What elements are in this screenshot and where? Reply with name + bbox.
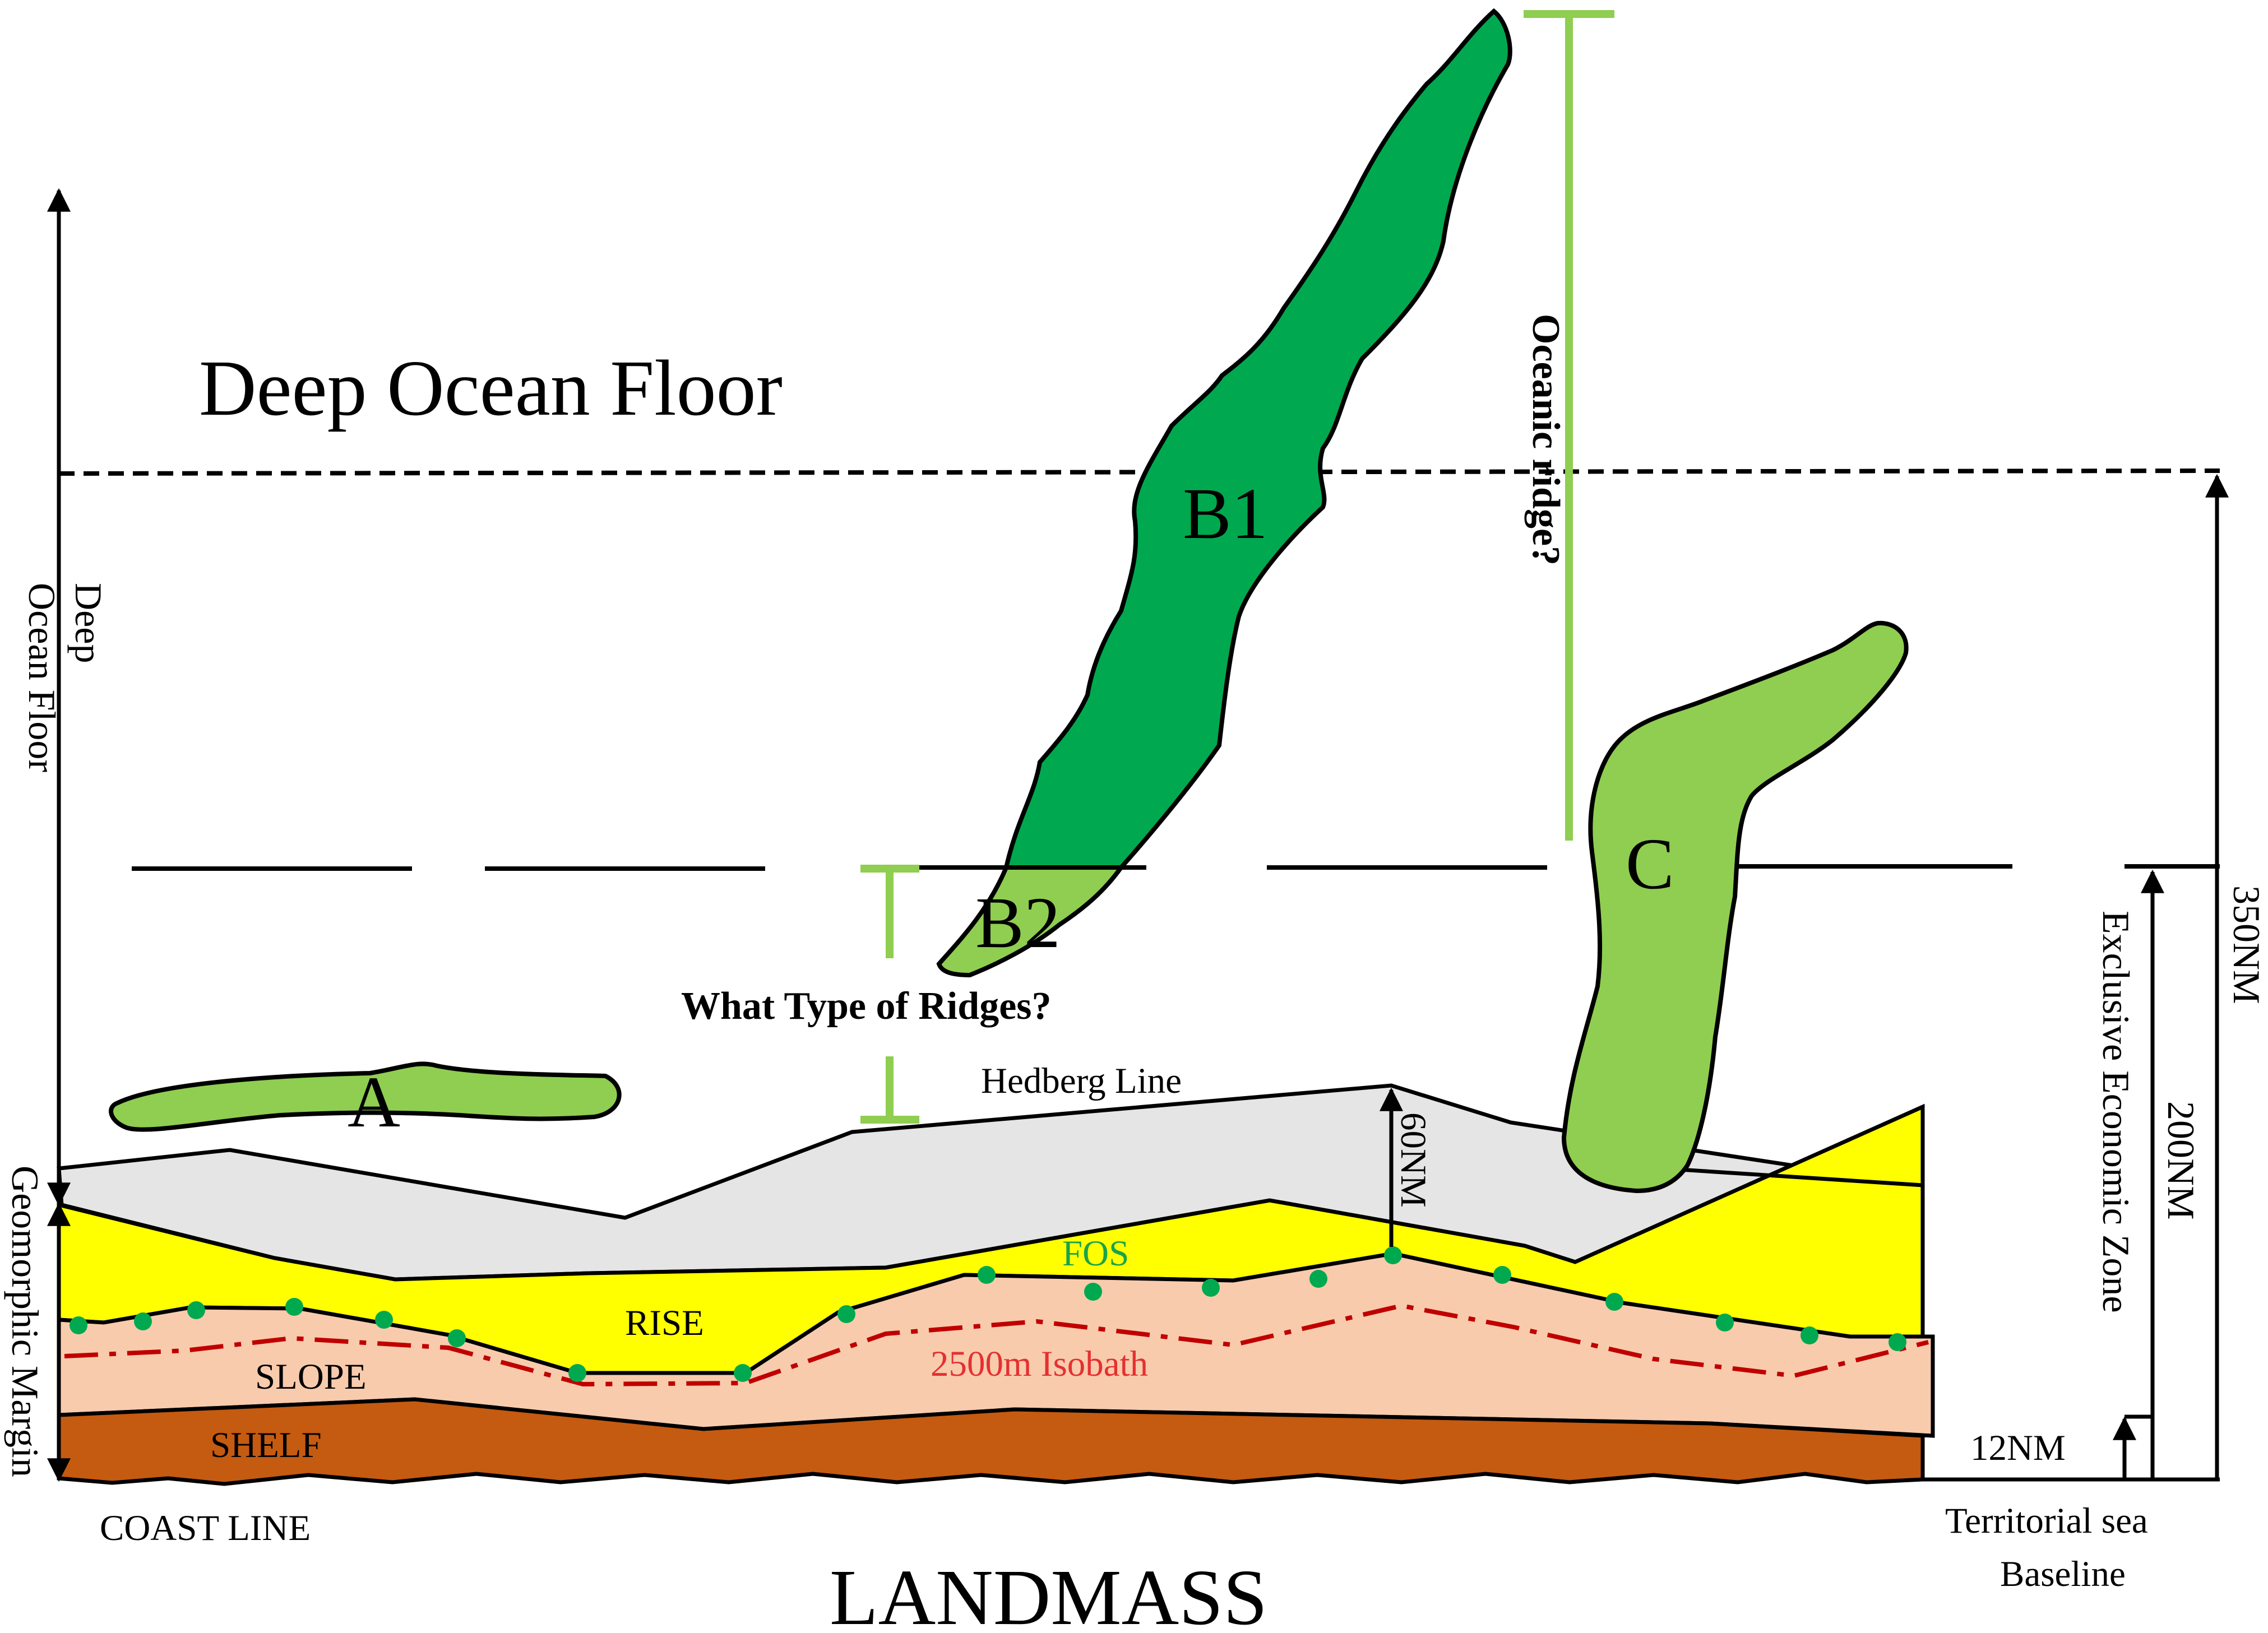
label-c: C xyxy=(1626,824,1674,904)
350nm-label: 350NM xyxy=(2225,885,2268,1004)
ridge-type-marker xyxy=(860,865,919,1124)
ridge-a xyxy=(109,1061,622,1132)
fos-dot xyxy=(978,1266,996,1284)
isobath-label: 2500m Isobath xyxy=(931,1344,1148,1384)
fos-dots xyxy=(70,1246,1906,1382)
label-b2: B2 xyxy=(975,883,1061,963)
title-landmass: LANDMASS xyxy=(830,1553,1267,1633)
hedberg-line-label: Hedberg Line xyxy=(981,1061,1182,1101)
fos-dot xyxy=(1716,1314,1734,1332)
shelf-label: SHELF xyxy=(210,1425,322,1465)
350nm-dashed-line xyxy=(58,468,2220,476)
12nm-label: 12NM xyxy=(1970,1428,2066,1468)
fos-dot xyxy=(1493,1266,1511,1284)
coast-line-label: COAST LINE xyxy=(100,1508,311,1548)
deep-ocean-floor-axis-line1: Deep xyxy=(67,583,110,663)
200nm-label: 200NM xyxy=(2160,1101,2202,1220)
fos-dot xyxy=(375,1311,393,1329)
fos-dot xyxy=(1202,1279,1220,1297)
fos-dot xyxy=(187,1301,205,1319)
slope-label: SLOPE xyxy=(255,1357,367,1397)
fos-dot xyxy=(568,1364,586,1382)
fos-dot xyxy=(734,1364,752,1382)
fos-dot xyxy=(1605,1293,1623,1311)
title-deep-ocean-floor: Deep Ocean Floor xyxy=(199,344,783,432)
deep-ocean-floor-axis-line2: Ocean Floor xyxy=(21,583,63,772)
shelf-layer xyxy=(57,1397,1925,1486)
fos-dot xyxy=(134,1312,152,1330)
fos-dot xyxy=(1084,1283,1102,1301)
margin-layers xyxy=(57,1083,1935,1486)
fos-dot xyxy=(1889,1333,1906,1351)
60nm-label: 60NM xyxy=(1393,1112,1433,1208)
label-b1: B1 xyxy=(1183,474,1268,554)
fos-dot xyxy=(837,1305,855,1323)
eez-label: Exclusive Economic Zone xyxy=(2095,911,2137,1313)
isobath-2500m-line xyxy=(64,1303,1929,1387)
right-axis xyxy=(1923,474,2229,1482)
ridge-b1 xyxy=(1003,8,1512,870)
baseline-label-line1: Territorial sea xyxy=(1945,1501,2148,1541)
baseline-label-line2: Baseline xyxy=(2000,1554,2126,1594)
fos-label: FOS xyxy=(1062,1233,1129,1274)
ridge-question-label: What Type of Ridges? xyxy=(681,985,1052,1028)
fos-dot xyxy=(1384,1246,1402,1264)
ridge-b2 xyxy=(936,865,1126,978)
200nm-dashed-line xyxy=(132,864,2220,871)
fos-dot xyxy=(1309,1270,1327,1288)
oceanic-ridge-label: Oceanic ridge? xyxy=(1524,314,1567,565)
fos-dot xyxy=(285,1298,303,1316)
fos-dot xyxy=(448,1329,466,1347)
fos-dot xyxy=(1800,1326,1818,1344)
rise-label: RISE xyxy=(625,1303,704,1343)
geomorphic-margin-axis-label: Geomorphic Margin xyxy=(4,1166,47,1477)
ridge-c xyxy=(1561,620,1909,1194)
label-a: A xyxy=(348,1062,400,1143)
fos-dot xyxy=(70,1316,87,1334)
oceanic-ridge-marker xyxy=(1524,10,1614,841)
